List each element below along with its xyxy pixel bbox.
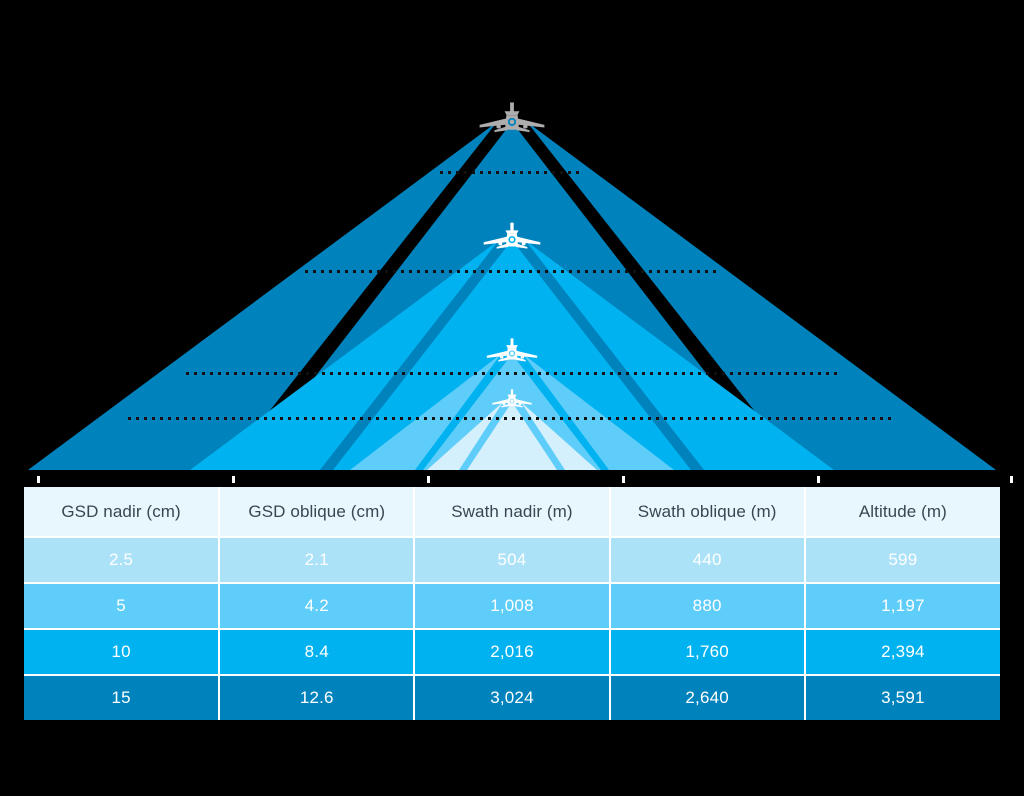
cell-altitude: 3,591: [803, 674, 1000, 720]
table-row: 5 4.2 1,008 880 1,197: [24, 582, 1000, 629]
table-header: GSD nadir (cm) GSD oblique (cm) Swath na…: [24, 487, 1000, 538]
cell-swath-oblique: 1,760: [608, 628, 805, 675]
altitude-guide-lines: [128, 171, 896, 420]
table-header-row: GSD nadir (cm) GSD oblique (cm) Swath na…: [24, 487, 1000, 538]
aerial-survey-coverage-diagram: [28, 102, 1013, 483]
cone-oblique-right-level-1: [527, 122, 996, 470]
swath-tick-3: [622, 476, 625, 483]
column-header-swath-nadir: Swath nadir (m): [413, 487, 610, 538]
cone-oblique-left-level-4: [427, 402, 503, 470]
cell-gsd-nadir: 5: [24, 582, 220, 629]
cell-gsd-nadir: 2.5: [24, 537, 220, 583]
cone-oblique-left-level-1: [28, 122, 497, 470]
table-row: 10 8.4 2,016 1,760 2,394: [24, 628, 1000, 675]
cone-group-level-4: [427, 402, 597, 470]
cell-swath-nadir: 1,008: [413, 582, 610, 629]
cell-gsd-oblique: 8.4: [218, 628, 415, 675]
cone-oblique-left-level-3: [350, 354, 501, 470]
cell-gsd-nadir: 15: [24, 674, 220, 720]
swath-tick-5: [1010, 476, 1013, 483]
table-row: 2.5 2.1 504 440 599: [24, 537, 1000, 583]
cone-oblique-right-level-3: [523, 354, 674, 470]
cone-oblique-left-level-2: [190, 240, 499, 470]
gsd-swath-altitude-table: GSD nadir (cm) GSD oblique (cm) Swath na…: [24, 487, 1000, 720]
cell-swath-nadir: 3,024: [413, 674, 610, 720]
column-header-gsd-oblique: GSD oblique (cm): [218, 487, 415, 538]
swath-tick-0: [37, 476, 40, 483]
table-body: 2.5 2.1 504 440 599 5 4.2 1,008 880 1,19…: [24, 537, 1000, 720]
swath-tick-1: [232, 476, 235, 483]
cell-swath-oblique: 2,640: [608, 674, 805, 720]
cell-swath-nadir: 504: [413, 537, 610, 583]
cell-swath-nadir: 2,016: [413, 628, 610, 675]
airplane-front-icon-level-3: [486, 338, 538, 362]
column-header-swath-oblique: Swath oblique (m): [608, 487, 805, 538]
cell-gsd-oblique: 2.1: [218, 537, 415, 583]
cone-oblique-right-level-4: [521, 402, 597, 470]
cell-gsd-nadir: 10: [24, 628, 220, 675]
cell-altitude: 599: [803, 537, 1000, 583]
table-row: 15 12.6 3,024 2,640 3,591: [24, 674, 1000, 720]
column-header-gsd-nadir: GSD nadir (cm): [24, 487, 220, 538]
airplane-front-icon-level-2: [483, 222, 541, 249]
cell-altitude: 1,197: [803, 582, 1000, 629]
cell-gsd-oblique: 12.6: [218, 674, 415, 720]
swath-tick-2: [427, 476, 430, 483]
cell-gsd-oblique: 4.2: [218, 582, 415, 629]
cone-oblique-right-level-2: [525, 240, 834, 470]
swath-tick-4: [817, 476, 820, 483]
column-header-altitude: Altitude (m): [803, 487, 1000, 538]
cone-nadir-level-4: [467, 402, 557, 470]
cell-swath-oblique: 440: [608, 537, 805, 583]
airplane-front-icon-level-4: [492, 389, 532, 408]
cell-swath-oblique: 880: [608, 582, 805, 629]
airplane-front-icon-level-1: [479, 102, 545, 133]
cell-altitude: 2,394: [803, 628, 1000, 675]
